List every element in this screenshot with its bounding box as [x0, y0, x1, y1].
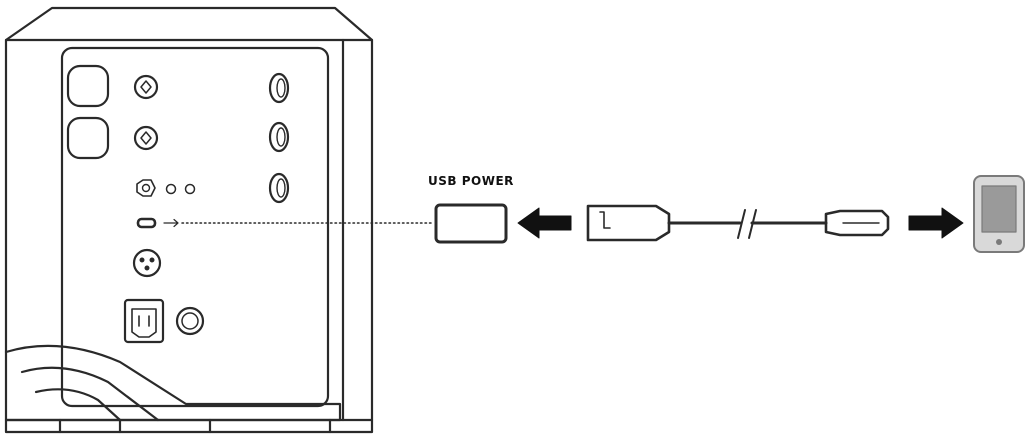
indicator-led-icon [184, 183, 196, 195]
indicator-led-icon [165, 183, 177, 195]
ac-power-inlet-icon [123, 298, 165, 344]
output-jack-icon [268, 172, 290, 204]
control-button-icon [136, 179, 156, 197]
arrow-left-icon [517, 207, 572, 239]
output-jack-icon [268, 121, 290, 153]
mobile-device-icon [973, 175, 1025, 253]
output-jack-icon [268, 72, 290, 104]
usb-power-adapter-icon [434, 203, 508, 244]
power-button-icon [175, 306, 205, 336]
usb-cable-icon [586, 204, 890, 242]
combo-input-jack-icon [133, 125, 159, 151]
usb-c-port-icon [136, 217, 157, 229]
usb-c-port-symbol-icon [163, 218, 179, 228]
arrow-right-icon [908, 207, 964, 239]
combo-input-jack-icon [133, 74, 159, 100]
xlr-connector-icon [132, 248, 162, 278]
channel-2-knob-icon [66, 116, 110, 160]
speaker-rear-panel-icon [4, 6, 374, 434]
channel-1-knob-icon [66, 64, 110, 108]
usb-power-label: USB POWER [428, 174, 514, 188]
